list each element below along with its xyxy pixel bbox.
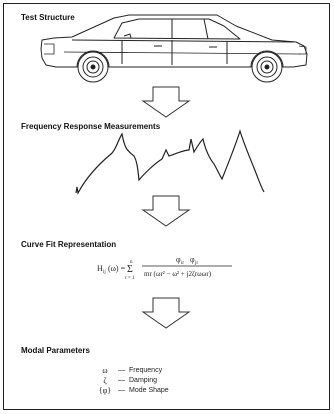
legend-label-frequency: Frequency xyxy=(129,367,163,374)
eq-lhs-arg: (ω) = xyxy=(108,264,126,273)
car-mirror xyxy=(123,33,132,39)
car-headlight xyxy=(44,43,55,55)
legend-label-damping: Damping xyxy=(129,377,158,384)
legend-dash-mode-shape: — xyxy=(118,387,125,394)
car-wheel-front xyxy=(77,51,109,83)
heading-frequency-response: Frequency Response Measurements xyxy=(21,122,161,131)
car-window-frame xyxy=(113,18,241,40)
frf-curve xyxy=(75,128,265,195)
eq-sum-symbol: Σ xyxy=(127,264,133,275)
legend-label-mode-shape: Mode Shape xyxy=(129,387,169,394)
diagram-frame: Test Structure Frequency Response Measur… xyxy=(3,3,330,410)
phi-symbol: {φ} xyxy=(98,386,112,395)
omega-symbol: ω xyxy=(102,366,108,375)
car-taillight xyxy=(298,45,307,55)
eq-lhs-sub: ij xyxy=(103,270,106,275)
car-illustration xyxy=(40,14,308,83)
eq-lhs: H xyxy=(97,264,103,273)
heading-modal-parameters: Modal Parameters xyxy=(21,346,90,355)
eq-denominator: mr (ωr² − ω² + j2ζrωωr) xyxy=(144,270,212,278)
legend-dash-damping: — xyxy=(118,377,125,384)
eq-numerator: φ ir φ jr xyxy=(176,255,198,266)
diagram-canvas: H ij (ω) = n Σ r = 1 φ ir φ jr mr (ωr² −… xyxy=(40,14,308,329)
down-arrow-3 xyxy=(141,297,191,329)
car-c-pillar xyxy=(203,18,209,40)
car-belt-line xyxy=(71,39,295,43)
zeta-symbol: ζ xyxy=(103,376,107,385)
eq-num-sub-2: jr xyxy=(194,261,198,266)
curve-fit-equation: H ij (ω) = n Σ r = 1 φ ir φ jr mr (ωr² −… xyxy=(97,255,232,281)
down-arrow-2 xyxy=(141,195,191,227)
eq-num-sub-1: ir xyxy=(181,261,184,266)
eq-sum-top: n xyxy=(130,260,133,265)
heading-curve-fit: Curve Fit Representation xyxy=(21,240,117,249)
down-arrow-1 xyxy=(141,86,191,118)
eq-sum-bottom: r = 1 xyxy=(125,276,135,281)
eq-num-phi-1: φ xyxy=(176,255,181,264)
car-wheel-rear xyxy=(251,51,283,83)
eq-num-phi-2: φ xyxy=(190,255,195,264)
legend-dash-frequency: — xyxy=(118,367,125,374)
heading-test-structure: Test Structure xyxy=(21,13,75,22)
